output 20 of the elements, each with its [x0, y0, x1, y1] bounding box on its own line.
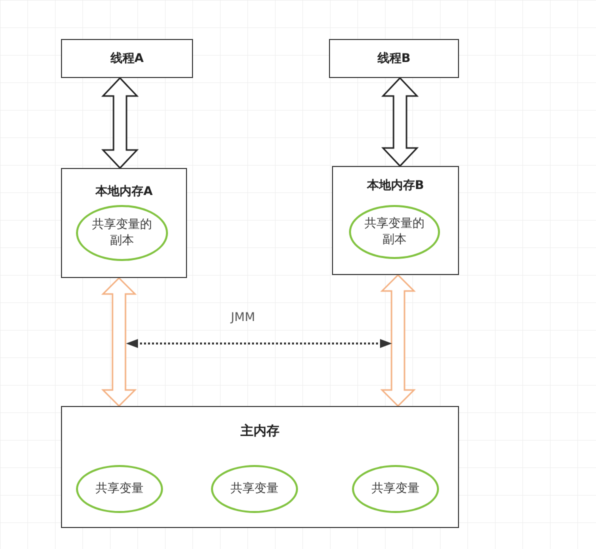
double-arrow [101, 76, 139, 170]
ellipse-text: 共享变量的副本 [91, 217, 153, 249]
box-title: 本地内存A [95, 184, 153, 200]
ellipse-text: 共享变量 [372, 481, 420, 497]
ellipse-text: 共享变量的副本 [364, 216, 426, 248]
text-label: JMM [230, 310, 256, 324]
double-arrow [381, 76, 419, 168]
ellipse-text: 共享变量 [230, 481, 278, 497]
box-title: 本地内存B [366, 178, 424, 194]
memory-box [61, 168, 187, 278]
memory-box [61, 406, 459, 528]
double-arrow [380, 274, 416, 408]
box-title: 线程B [377, 50, 411, 66]
box-title: 主内存 [240, 424, 280, 441]
memory-box [332, 166, 459, 275]
double-arrow [101, 276, 137, 408]
box-title: 线程A [110, 50, 144, 66]
thread-box [329, 39, 459, 78]
ellipse-text: 共享变量 [96, 481, 144, 497]
thread-box [61, 39, 193, 78]
